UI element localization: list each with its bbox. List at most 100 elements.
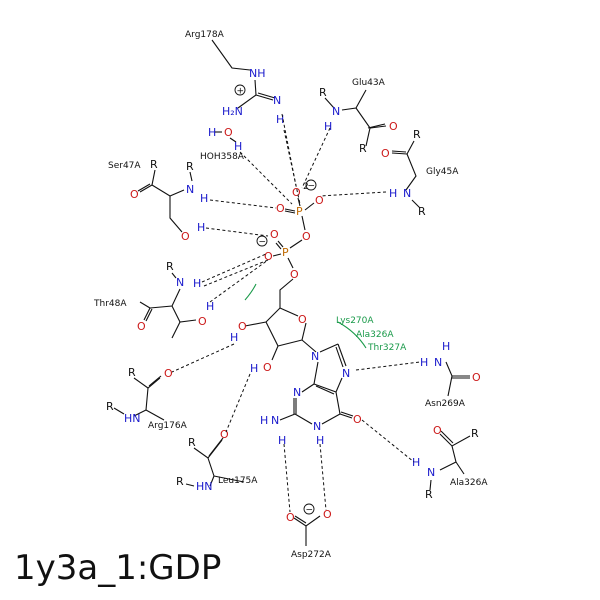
atom-R: R <box>128 366 136 379</box>
charge-minus: − <box>308 182 316 192</box>
atom-H: H <box>278 434 286 447</box>
atom-N: N <box>273 94 281 107</box>
atom-P: P <box>282 246 289 259</box>
atom-O: O <box>181 230 190 243</box>
atom-R: R <box>359 142 367 155</box>
atom-H: H <box>412 456 420 469</box>
atom-N: N <box>342 367 350 380</box>
label-lys270: Lys270A <box>336 316 374 326</box>
atom-R: R <box>413 128 421 141</box>
residue-thr48: R N H O Thr48A O H <box>93 260 214 339</box>
residue-hoh358: H O H HOH358A <box>200 126 245 162</box>
label-arg176: Arg176A <box>148 421 188 431</box>
atom-N: N <box>313 420 321 433</box>
residue-glu43: Glu43A R N O R H <box>319 78 398 155</box>
atom-N: N <box>434 356 442 369</box>
label-glu43: Glu43A <box>352 78 386 88</box>
atom-H: H <box>316 434 324 447</box>
residue-arg178: Arg178A NH H₂N N H + <box>185 30 284 126</box>
residue-arg176: R O R HN Arg176A <box>106 366 188 431</box>
label-asn269: Asn269A <box>425 399 466 409</box>
residue-asn269: H H N O Asn269A <box>420 340 481 409</box>
atom-O: O <box>298 313 307 326</box>
atom-R: R <box>188 436 196 449</box>
hydrophobic-contacts: Lys270A Ala326A Thr327A <box>244 283 407 353</box>
label-ala326-hydrophobic: Ala326A <box>356 330 394 340</box>
atom-O: O <box>263 361 272 374</box>
atom-O: O <box>276 202 285 215</box>
atom-O: O <box>130 188 139 201</box>
atom-O: O <box>290 268 299 281</box>
atom-H: H <box>197 221 205 234</box>
label-thr48: Thr48A <box>93 299 127 309</box>
atom-H: H <box>234 140 242 153</box>
ribose-ring: O O H O H <box>230 307 317 375</box>
atom-N: N <box>176 276 184 289</box>
atom-H: H <box>276 113 284 126</box>
charge-minus: − <box>259 238 267 248</box>
label-thr327: Thr327A <box>367 343 407 353</box>
atom-H: H <box>442 340 450 353</box>
atom-H: H <box>230 331 238 344</box>
atom-N: N <box>332 105 340 118</box>
atom-HN: HN <box>124 412 141 425</box>
label-arg178: Arg178A <box>185 30 225 40</box>
atom-O: O <box>472 371 481 384</box>
atom-O: O <box>198 315 207 328</box>
label-gly45: Gly45A <box>426 167 459 177</box>
atom-H: H <box>420 356 428 369</box>
atom-R: R <box>418 205 426 218</box>
label-ser47: Ser47A <box>108 161 141 171</box>
atom-N: N <box>311 350 319 363</box>
atom-R: R <box>186 160 194 173</box>
atom-N: N <box>293 386 301 399</box>
residue-asp272: O O − Asp272A <box>286 503 332 560</box>
atom-R: R <box>471 427 479 440</box>
atom-O: O <box>238 320 247 333</box>
atom-O: O <box>323 508 332 521</box>
atom-O: O <box>353 413 362 426</box>
atom-H: H <box>193 277 201 290</box>
atom-H: H <box>250 362 258 375</box>
atom-H: H <box>389 187 397 200</box>
label-asp272: Asp272A <box>291 550 332 560</box>
atom-N: N <box>427 466 435 479</box>
atom-H: H <box>324 120 332 133</box>
atom-H: H <box>206 300 214 313</box>
atom-O: O <box>302 230 311 243</box>
atom-O: O <box>381 147 390 160</box>
label-leu175: Leu175A <box>218 476 258 486</box>
atom-O: O <box>224 126 233 139</box>
page-title: 1y3a_1:GDP <box>14 548 222 588</box>
residue-ser47: Ser47A R O R N H O H <box>108 158 208 243</box>
atom-N: N <box>271 414 279 427</box>
label-ala326: Ala326A <box>450 478 488 488</box>
atom-HN: HN <box>196 480 213 493</box>
hydrogen-bonds <box>171 113 421 513</box>
atom-N: N <box>186 183 194 196</box>
atom-R: R <box>176 475 184 488</box>
phosphate-group: O − 2 P O O O P O − O O <box>256 179 324 308</box>
atom-O: O <box>220 428 229 441</box>
atom-R: R <box>166 260 174 273</box>
atom-O: O <box>270 228 279 241</box>
atom-R: R <box>319 86 327 99</box>
atom-O: O <box>315 194 324 207</box>
atom-H2N: H₂N <box>222 105 243 118</box>
atom-R: R <box>106 400 114 413</box>
atom-O: O <box>164 367 173 380</box>
charge-minus: − <box>306 506 314 516</box>
residue-leu175: R O R HN Leu175A <box>176 428 258 493</box>
atom-P: P <box>296 205 303 218</box>
label-hoh358: HOH358A <box>200 152 245 162</box>
atom-H: H <box>260 414 268 427</box>
atom-O: O <box>292 186 301 199</box>
residue-gly45: R O Gly45A H N R <box>381 128 459 218</box>
atom-H: H <box>208 126 216 139</box>
atom-R: R <box>150 158 158 171</box>
atom-O: O <box>286 511 295 524</box>
residue-ala326: O R H N R Ala326A <box>412 424 488 501</box>
charge-plus: + <box>237 87 245 97</box>
atom-O: O <box>433 424 442 437</box>
